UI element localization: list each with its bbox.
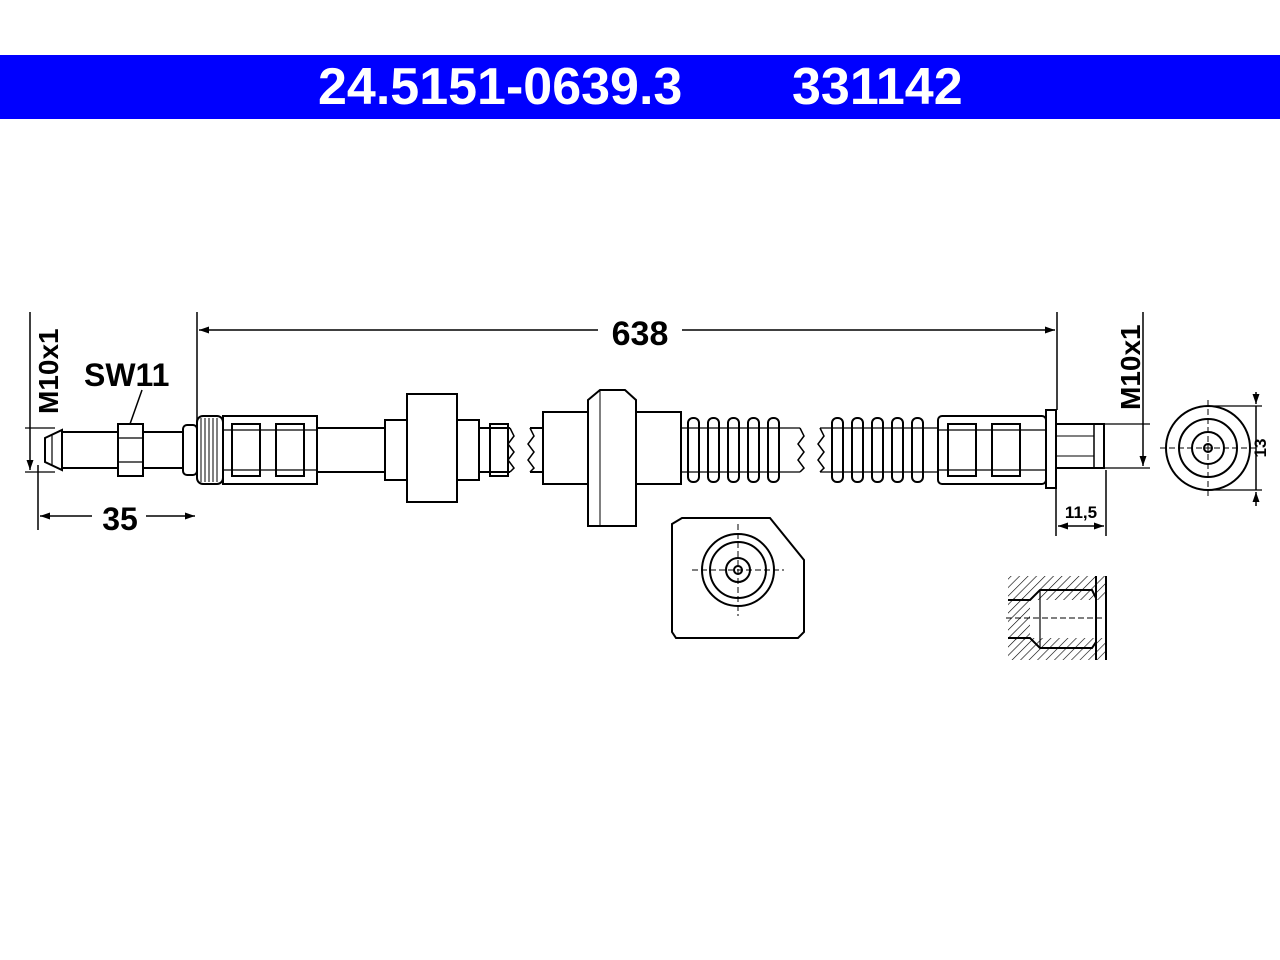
end-view (1160, 400, 1256, 496)
wrench-size-leader (129, 389, 143, 425)
dimension-right-fitting (1055, 470, 1107, 536)
total-length-label: 638 (612, 315, 669, 353)
end-diameter-label: 13 (1251, 439, 1270, 458)
dimension-left-thread (25, 312, 55, 473)
spring-guard-1 (681, 417, 825, 483)
left-thread-label: M10x1 (33, 328, 64, 414)
hose-section-1 (317, 393, 543, 503)
mounting-bracket (542, 389, 682, 527)
spring-guard-2 (820, 417, 938, 483)
reference-number: 331142 (792, 58, 963, 116)
left-ferrule (222, 415, 318, 485)
left-fitting-length-label: 35 (102, 501, 138, 537)
dimension-left-fitting (37, 465, 195, 530)
right-ferrule (937, 415, 1047, 485)
right-fitting-length-label: 11,5 (1065, 503, 1097, 522)
right-fitting (1045, 409, 1105, 489)
dimension-end-diameter (1208, 392, 1262, 506)
part-number: 24.5151-0639.3 (318, 58, 683, 116)
wrench-size-label: SW11 (84, 357, 169, 393)
bracket-detail-view (671, 517, 805, 639)
port-section-view (1006, 576, 1107, 660)
right-thread-label: M10x1 (1115, 324, 1146, 410)
dimension-right-thread (1104, 312, 1150, 469)
title-banner: 24.5151-0639.3 331142 (0, 55, 1280, 119)
left-fitting (44, 415, 224, 485)
